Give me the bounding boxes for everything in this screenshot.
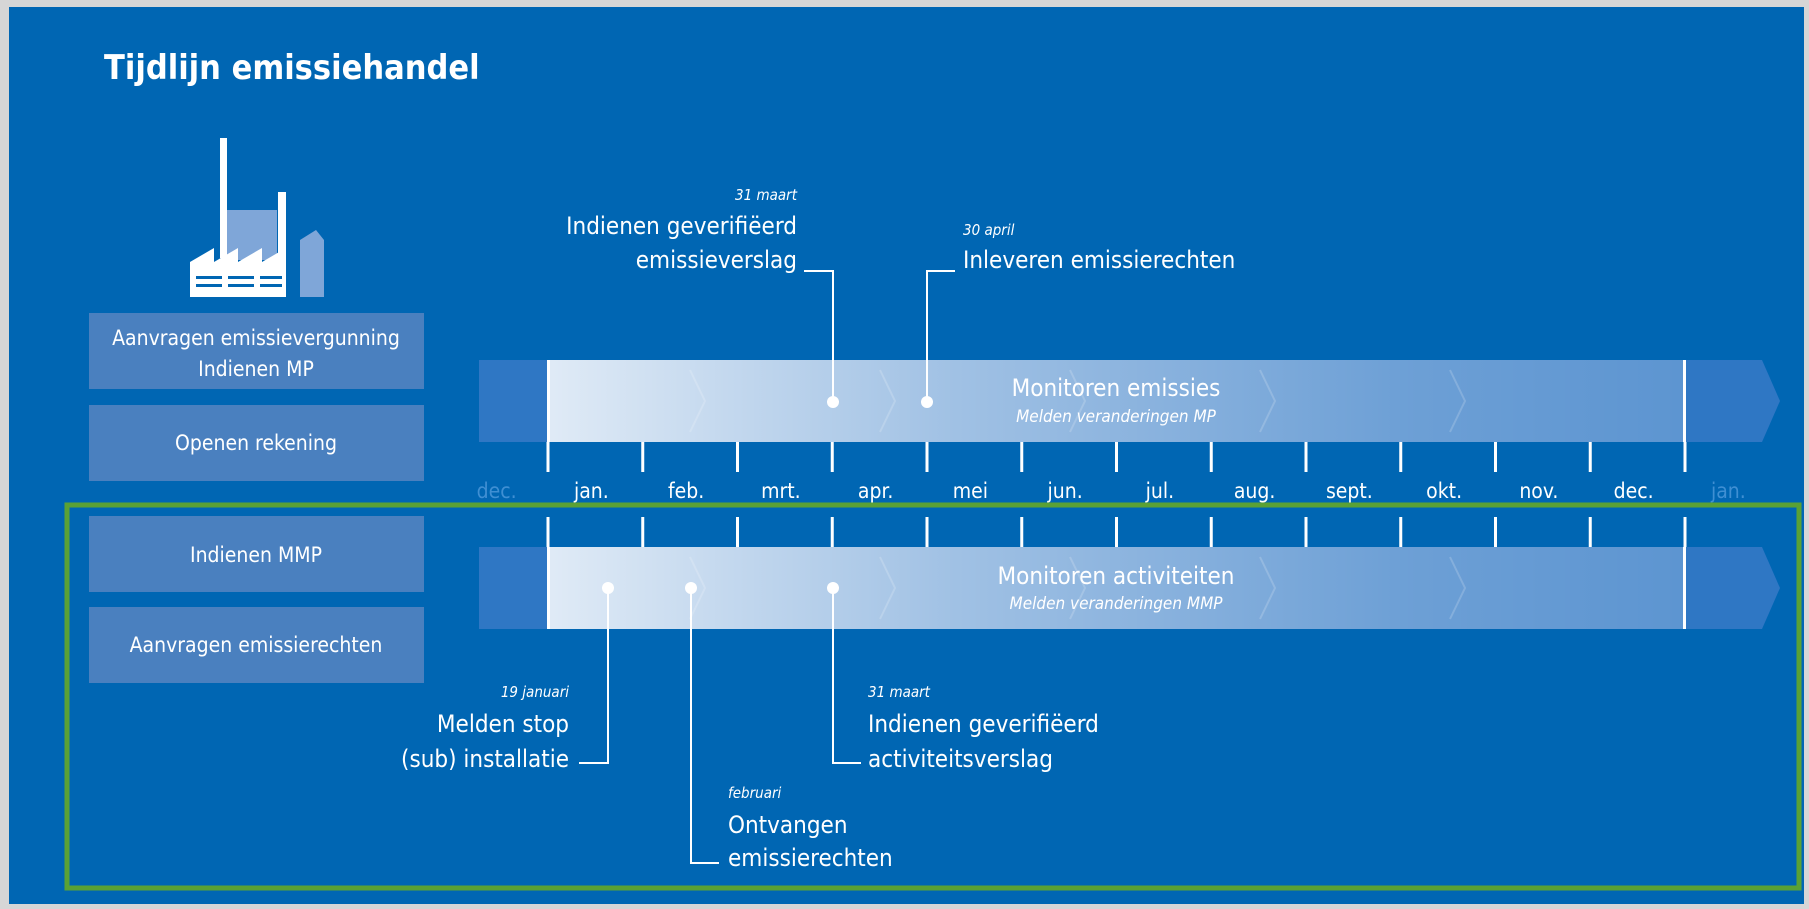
milestone-dot (685, 582, 697, 594)
month-tick-upper (1683, 442, 1687, 472)
callout-line: emissierechten (728, 844, 893, 872)
milestone-dot (602, 582, 614, 594)
box-label: Openen rekening (175, 431, 337, 455)
month-label: jun. (1047, 479, 1083, 503)
month-label: jan. (1710, 479, 1746, 503)
callout-line: activiteitsverslag (868, 745, 1053, 773)
callout-ontvangen-emissierechten: februari Ontvangen emissierechten (685, 582, 893, 872)
month-label: mrt. (761, 479, 801, 503)
callout-date: 31 maart (868, 683, 931, 701)
month-tick-lower (830, 517, 834, 547)
box-indienen-mmp: Indienen MMP (89, 516, 424, 592)
month-label: nov. (1519, 479, 1558, 503)
month-tick-lower (546, 517, 550, 547)
callout-line: (sub) installatie (401, 745, 569, 773)
callout-date: 31 maart (735, 186, 798, 204)
month-tick-upper (1588, 442, 1592, 472)
box-label: Indienen MMP (190, 543, 322, 567)
callout-date: 30 april (963, 221, 1015, 239)
callout-line: Inleveren emissierechten (963, 246, 1235, 274)
callout-line: Melden stop (437, 710, 569, 738)
callout-emissieverslag: 31 maart Indienen geverifiëerd emissieve… (566, 186, 839, 408)
callout-date: februari (728, 784, 782, 802)
band-monitoren-emissies: Monitoren emissies Melden veranderingen … (479, 360, 1780, 442)
month-tick-upper (925, 442, 929, 472)
month-tick-upper (1304, 442, 1308, 472)
callout-inleveren-emissierechten: 30 april Inleveren emissierechten (921, 221, 1235, 408)
milestone-dot (827, 396, 839, 408)
month-tick-upper (546, 442, 550, 472)
month-tick-lower (1683, 517, 1687, 547)
month-tick-lower (1115, 517, 1118, 547)
month-tick-upper (736, 442, 739, 472)
factory-icon (190, 138, 324, 297)
band-monitoren-activiteiten: Monitoren activiteiten Melden veranderin… (479, 547, 1780, 629)
month-tick-lower (1494, 517, 1497, 547)
month-label: okt. (1426, 479, 1462, 503)
month-tick-upper (1115, 442, 1118, 472)
highlight-frame (64, 502, 1802, 891)
month-label: jul. (1145, 479, 1174, 503)
month-tick-upper (1494, 442, 1497, 472)
month-tick-upper (830, 442, 834, 472)
month-tick-upper (1020, 442, 1024, 472)
month-tick-lower (1209, 517, 1213, 547)
month-tick-upper (1399, 442, 1403, 472)
month-tick-lower (925, 517, 929, 547)
callout-line: Ontvangen (728, 811, 848, 839)
month-tick-lower (641, 517, 645, 547)
callout-date: 19 januari (501, 683, 569, 701)
page-title: Tijdlijn emissiehandel (104, 48, 480, 88)
month-label: dec. (477, 479, 517, 503)
box-label: Indienen MP (198, 357, 314, 381)
callout-line: Indienen geverifiëerd (566, 212, 797, 240)
box-openen-rekening: Openen rekening (89, 405, 424, 481)
callout-line: emissieverslag (636, 246, 797, 274)
band-title: Monitoren activiteiten (998, 562, 1235, 590)
month-tick-lower (1020, 517, 1024, 547)
callout-activiteitsverslag: 31 maart Indienen geverifiëerd activitei… (827, 582, 1099, 773)
callout-line: Indienen geverifiëerd (868, 710, 1099, 738)
month-label: feb. (668, 479, 704, 503)
month-label: sept. (1326, 479, 1373, 503)
month-label: aug. (1234, 479, 1276, 503)
band-title: Monitoren emissies (1012, 374, 1221, 402)
milestone-dot (921, 396, 933, 408)
box-label: Aanvragen emissievergunning (112, 326, 400, 350)
month-label: dec. (1614, 479, 1654, 503)
band-subtitle: Melden veranderingen MP (1016, 407, 1217, 427)
callout-melden-stop: 19 januari Melden stop (sub) installatie (401, 582, 614, 773)
month-tick-lower (1304, 517, 1308, 547)
month-tick-upper (641, 442, 645, 472)
box-aanvragen-emissievergunning: Aanvragen emissievergunning Indienen MP (89, 313, 424, 389)
month-label: mei (953, 479, 988, 503)
month-labels: dec. jan. feb. mrt. apr. mei jun. jul. aug. sept.… (477, 479, 1746, 503)
month-tick-lower (1588, 517, 1592, 547)
month-tick-lower (736, 517, 739, 547)
month-tick-lower (1399, 517, 1403, 547)
month-ticks (546, 442, 1687, 547)
milestone-dot (827, 582, 839, 594)
box-aanvragen-emissierechten: Aanvragen emissierechten (89, 607, 424, 683)
band-subtitle: Melden veranderingen MMP (1010, 594, 1224, 614)
month-label: apr. (858, 479, 893, 503)
box-label: Aanvragen emissierechten (130, 633, 383, 657)
month-tick-upper (1209, 442, 1213, 472)
month-label: jan. (573, 479, 609, 503)
